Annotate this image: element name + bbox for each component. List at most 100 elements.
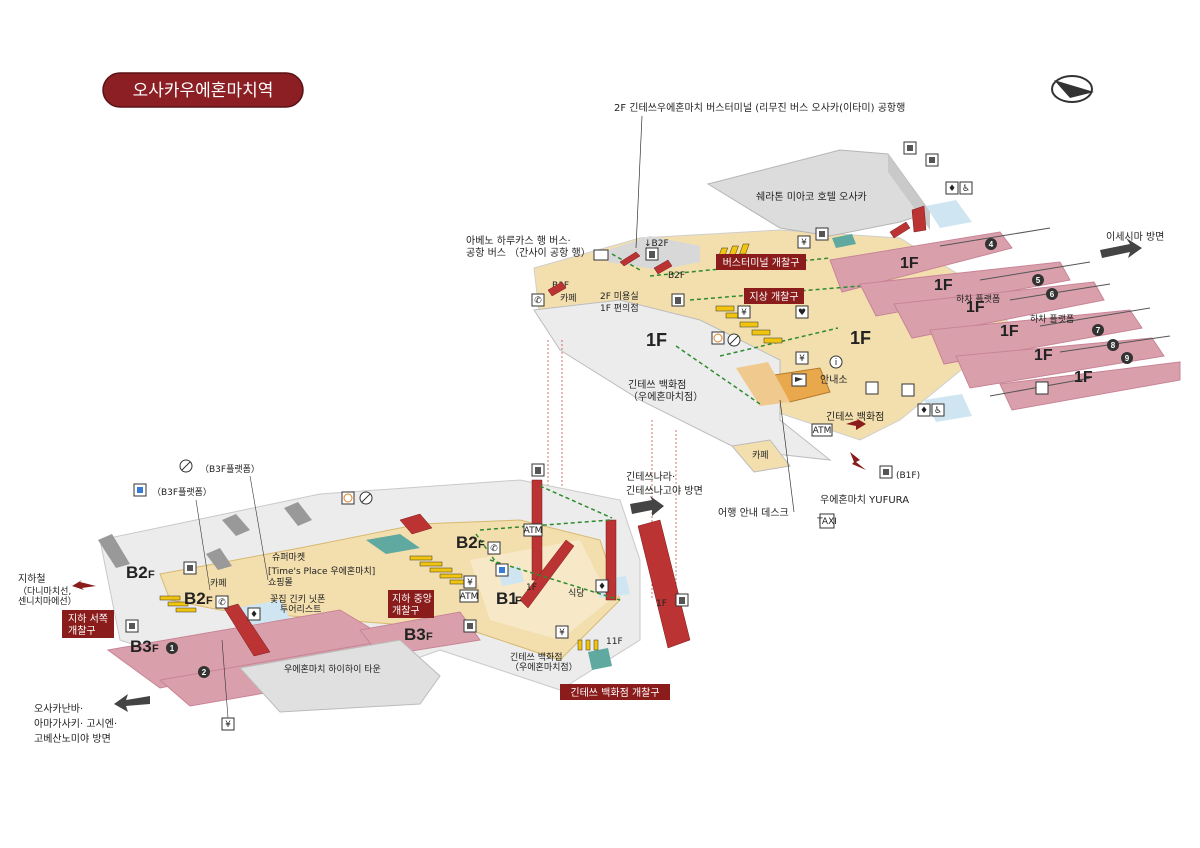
lower-yen-icon-3: ¥ (221, 717, 235, 731)
central-gate-label-1: 지하 중앙 (392, 592, 432, 605)
svg-text:F: F (426, 631, 433, 643)
coin-locker-icon (463, 619, 477, 633)
direction-namba-arrow (114, 694, 150, 712)
cafe-lower-label: 카페 (210, 578, 227, 589)
accessible-icon: ♿ (959, 181, 973, 195)
coin-locker-icon (903, 141, 917, 155)
platform-6-floor: 1F (966, 299, 985, 316)
platform-5-floor: 1F (934, 277, 953, 294)
platform-5-number: 5 (1036, 276, 1041, 285)
coin-locker-icon (183, 561, 197, 575)
lower-stairs (98, 502, 312, 570)
f11-marker: 11F (606, 637, 623, 647)
b2f-marker: B2F (668, 271, 685, 281)
subway-label-3: 센니치마에선） (18, 595, 77, 607)
direction-ise-label: 이세시마 방면 (1106, 231, 1164, 243)
upper-floor-1f-right: 1F (850, 328, 871, 348)
taxi-icon[interactable]: TAXI (816, 513, 837, 529)
platform-4-floor: 1F (900, 255, 919, 272)
svg-text:B2: B2 (126, 563, 148, 582)
elevator-icon (531, 463, 545, 477)
lower-routes (475, 485, 621, 601)
info-icon: i (829, 355, 843, 369)
svg-text:F: F (148, 569, 155, 581)
heart-icon: ♥ (795, 305, 809, 319)
svg-text:TAXI: TAXI (816, 517, 837, 527)
dept-store-gate[interactable]: 긴테쓰 백화점 개찰구 (560, 684, 670, 700)
elevator-icon (671, 293, 685, 307)
subway-label-1: 지하철 (18, 572, 46, 585)
page-title: 오사카우에혼마치역 (133, 81, 274, 101)
upper-yen-icon-2: ¥ (737, 305, 751, 319)
platform-1-number-badge: 1 (166, 642, 178, 654)
bus-stop-label-2: 공항 버스 （간사이 공항 행） (466, 247, 591, 259)
svg-text:i: i (835, 358, 838, 368)
svg-text:♥: ♥ (798, 308, 806, 318)
yufura-label: 우에혼마치 YUFURA (820, 493, 909, 506)
dept-gate-machines (577, 639, 599, 651)
svg-text:F: F (152, 643, 159, 655)
smoking-icon (1035, 381, 1049, 395)
svg-text:¥: ¥ (801, 238, 807, 248)
direction-nara-label-2: 긴테쓰나고야 방면 (626, 485, 703, 497)
bus-icon (593, 249, 609, 261)
shops-label-2: 투어리스트 (280, 604, 321, 615)
cafe-top-label: 카페 (560, 293, 577, 304)
title-badge: 오사카우에혼마치역 (102, 72, 304, 108)
telephone-icon: ✆ (487, 541, 501, 555)
direction-nara-arrow (630, 496, 664, 516)
clock-icon (341, 491, 355, 505)
upper-platform-labels: 1F 4 1F 5 1F 6 1F 7 1F 8 1F 9 하차 플랫폼 하차 … (900, 238, 1133, 386)
coin-locker-icon (125, 619, 139, 633)
restaurant-label: 식당 (568, 588, 585, 599)
svg-text:♿: ♿ (962, 184, 970, 194)
b2f-down-marker: ↓B2F (644, 239, 669, 249)
svg-text:ATM: ATM (460, 592, 479, 602)
svg-text:♦: ♦ (250, 610, 258, 620)
bus-terminal-label: 2F 긴테쓰우에혼마치 버스터미널 (리무진 버스 오사카(이타미) 공항행 (614, 101, 905, 114)
info-center-label: 안내소 (820, 374, 848, 386)
lockers-icon (901, 383, 915, 397)
no-entry-icon (179, 459, 193, 473)
svg-text:F: F (478, 539, 485, 551)
svg-text:¥: ¥ (225, 720, 231, 730)
platform-9 (999, 361, 1181, 411)
svg-text:2: 2 (202, 668, 207, 677)
svg-text:¥: ¥ (467, 578, 473, 588)
upper-level: 카페 1F 4 1F 5 1F 6 1F 7 1F (466, 101, 1181, 529)
subway-label-2: （다니마치선, (18, 585, 71, 597)
west-underground-gate[interactable]: 지하 서쪽 개찰구 (62, 610, 114, 638)
svg-text:B2: B2 (184, 589, 206, 608)
upper-yen-icon-1: ¥ (797, 235, 811, 249)
coin-locker-icon (815, 227, 829, 241)
times-place-label-1: [Time's Place 우에혼마치] (268, 565, 375, 577)
telephone-icon: ✆ (531, 293, 545, 307)
telephone-icon: ✆ (215, 595, 229, 609)
b1f-lock-label: (B1F) (896, 471, 920, 481)
subway-arrow (72, 580, 96, 590)
upper-yen-icon-3: ¥ (795, 351, 809, 365)
central-underground-gate[interactable]: 지하 중앙 개찰구 (388, 590, 434, 618)
unloading-platform-label-1: 하차 플랫폼 (956, 293, 1000, 305)
bus-stop-label-1: 아베노 하루카스 행 버스· (466, 234, 571, 247)
lower-dept-label-1: 긴테쓰 백화점 (510, 651, 563, 663)
floor-b1f: B1F (496, 589, 522, 608)
svg-text:B1: B1 (496, 589, 518, 608)
ground-gate-machines (715, 305, 783, 344)
bus-terminal-gate[interactable]: 버스터미널 개찰구 (716, 254, 806, 270)
platform-2-number-badge: 2 (198, 666, 210, 678)
lower-yen-icon-2: ¥ (555, 625, 569, 639)
times-place-label-2: 쇼핑몰 (268, 577, 293, 588)
hotel-label: 쉐라톤 미아코 호텔 오사카 (756, 191, 867, 203)
cafe-bottom-label: 카페 (752, 450, 769, 461)
yufura-arrow (850, 452, 866, 470)
ground-gate[interactable]: 지상 개찰구 (744, 288, 804, 304)
b3f-platform-label-b: （B3F플랫폼） (152, 487, 212, 498)
unloading-platform-label-2: 하차 플랫폼 (1030, 313, 1074, 325)
svg-text:¥: ¥ (799, 354, 805, 364)
platform-8-floor: 1F (1034, 347, 1053, 364)
platform-9-number: 9 (1125, 354, 1130, 363)
elevator-icon (645, 247, 659, 261)
